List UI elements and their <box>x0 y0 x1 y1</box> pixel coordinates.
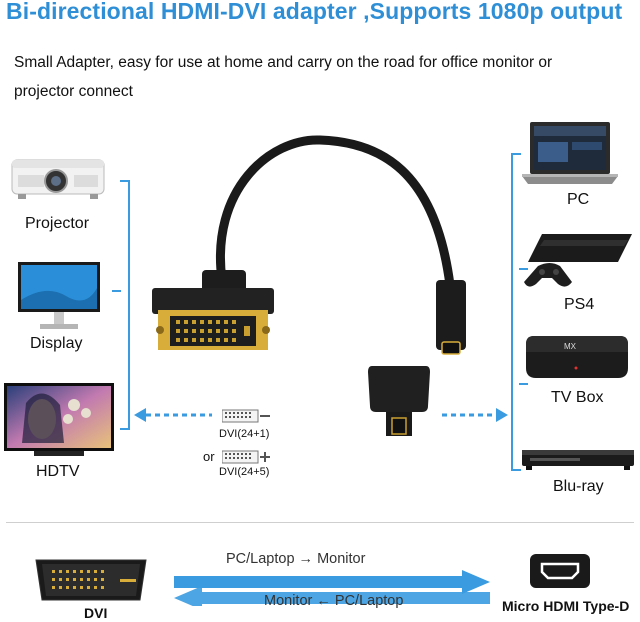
right-connector-bracket <box>511 153 521 471</box>
micro-hdmi-port-icon <box>530 554 590 588</box>
device-label-tv-box: TV Box <box>551 389 604 406</box>
hdmi-dvi-cable-image <box>152 135 466 355</box>
left-bracket-tick <box>112 290 121 292</box>
tv-box-brand: MX <box>564 342 577 351</box>
direction-label-pc-to-monitor: PC/Laptop → Monitor <box>226 551 366 567</box>
ps4-console-image <box>524 234 632 287</box>
right-bracket-tick <box>519 383 528 385</box>
device-label-display: Display <box>30 335 83 352</box>
description-line-2: projector connect <box>14 83 133 100</box>
dvi-option-24-1: DVI(24+1) <box>219 428 270 440</box>
bidirectional-arrows <box>174 570 490 606</box>
dvi-option-24-5: DVI(24+5) <box>219 466 270 478</box>
micro-hdmi-adapter-image <box>368 366 430 436</box>
right-dashed-arrow <box>442 408 508 422</box>
hdtv-image <box>4 383 114 456</box>
product-description: Small Adapter, easy for use at home and … <box>14 48 624 106</box>
dvi-port-icon <box>35 559 147 601</box>
left-dashed-arrow <box>134 408 212 422</box>
left-connector-bracket <box>120 180 130 430</box>
projector-image <box>11 159 105 199</box>
section-divider <box>6 522 634 523</box>
blu-ray-player-image <box>522 450 634 470</box>
device-label-hdtv: HDTV <box>36 463 80 480</box>
port-label-micro-hdmi: Micro HDMI Type-D <box>502 598 630 614</box>
device-label-ps4: PS4 <box>564 296 595 313</box>
dvi-24-1-pin-icon <box>222 409 270 423</box>
laptop-image <box>522 122 618 184</box>
dvi-24-5-pin-icon <box>222 450 270 464</box>
device-label-pc: PC <box>567 191 590 208</box>
port-label-dvi: DVI <box>84 605 108 621</box>
description-line-1: Small Adapter, easy for use at home and … <box>14 54 553 71</box>
tv-box-image: MX <box>526 336 628 378</box>
page-title: Bi-directional HDMI-DVI adapter ,Support… <box>6 0 623 24</box>
left-arrow <box>174 586 490 606</box>
direction-label-monitor-from-pc: Monitor ← PC/Laptop <box>264 593 404 609</box>
right-bracket-tick <box>519 268 528 270</box>
dvi-option-or: or <box>203 449 215 464</box>
device-label-projector: Projector <box>25 215 90 232</box>
display-monitor-image <box>18 262 100 329</box>
right-arrow <box>174 570 490 594</box>
device-label-blu-ray: Blu-ray <box>553 478 604 495</box>
